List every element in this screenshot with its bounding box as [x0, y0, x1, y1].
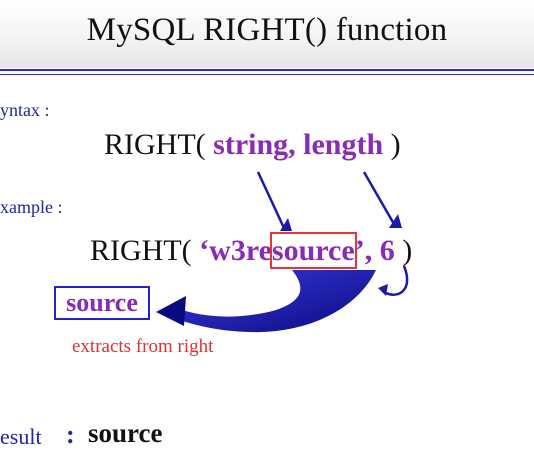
result-colon: :: [66, 420, 75, 449]
arrow-loop: [383, 265, 409, 296]
note-extracts: extracts from right: [72, 336, 214, 357]
example-sep: ,: [364, 234, 373, 267]
output-box: source: [54, 286, 150, 320]
example-quote-open: ‘: [199, 234, 210, 267]
example-line: RIGHT( ‘w3resource’, 6 ): [90, 232, 413, 269]
title-rule-bottom: [0, 74, 534, 75]
title-rule-top: [0, 69, 534, 71]
arrow-loop-head: [378, 284, 388, 296]
example-close: ): [402, 234, 413, 267]
example-num: 6: [379, 234, 395, 267]
example-str-prefix: w3re: [209, 234, 272, 267]
arrow-swoosh-head: [156, 296, 186, 326]
syntax-arg-length: length: [303, 128, 384, 161]
result-label: esult: [0, 424, 42, 449]
syntax-line: RIGHT( string, length ): [104, 128, 401, 162]
example-label: xample :: [0, 197, 63, 217]
syntax-close: ): [390, 128, 401, 161]
page-title: MySQL RIGHT() function: [86, 12, 448, 48]
result-value: source: [88, 418, 163, 448]
example-func: RIGHT(: [90, 234, 192, 267]
title-band: [0, 0, 534, 68]
syntax-arg-string: string: [213, 128, 289, 161]
arrow-length-to-num: [362, 171, 396, 225]
arrow-swoosh: [174, 270, 376, 333]
example-str-suffix: source: [269, 232, 357, 269]
example-quote-close: ’: [354, 234, 365, 267]
syntax-label: yntax :: [0, 100, 50, 120]
arrow-string-head: [280, 218, 292, 231]
syntax-comma: ,: [288, 128, 296, 161]
syntax-func: RIGHT(: [104, 128, 206, 161]
arrow-string-to-value: [256, 171, 286, 229]
arrow-length-head: [389, 214, 402, 228]
